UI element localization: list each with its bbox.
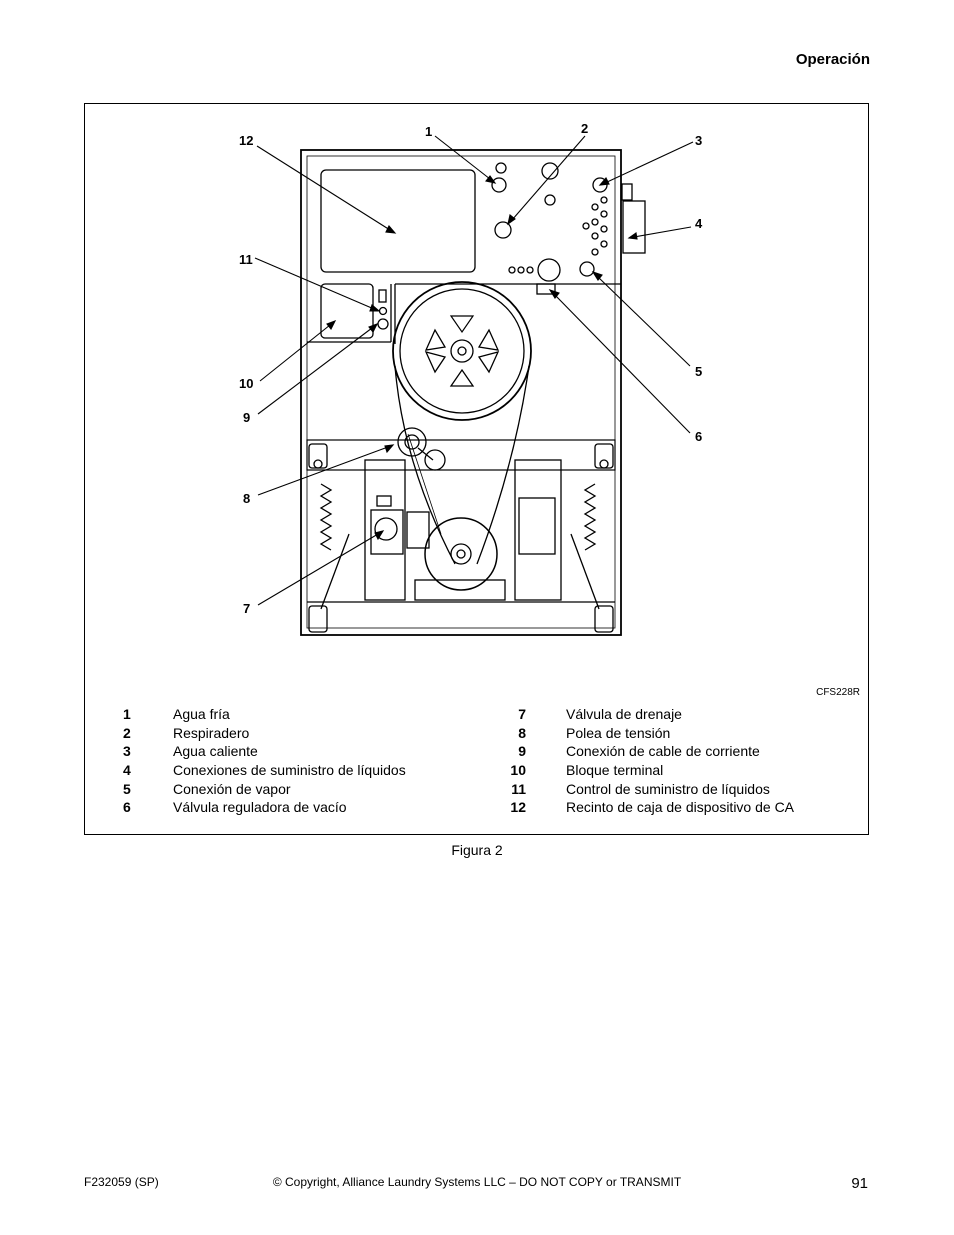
- callout-4: 4: [695, 216, 703, 231]
- callout-7: 7: [243, 601, 251, 616]
- callout-10: 10: [239, 376, 254, 391]
- callout-5: 5: [695, 364, 703, 379]
- callout-1: 1: [425, 124, 433, 139]
- callout-12: 12: [239, 133, 254, 148]
- copyright-notice: © Copyright, Alliance Laundry Systems LL…: [272, 1175, 682, 1189]
- callout-3: 3: [695, 133, 703, 148]
- callout-9: 9: [243, 410, 251, 425]
- figure-caption: Figura 2: [451, 842, 503, 858]
- callout-11: 11: [239, 252, 253, 267]
- callout-6: 6: [695, 429, 703, 444]
- machine-rear-view-drawing: [300, 149, 646, 636]
- leader-lines: [254, 135, 694, 606]
- document-id: F232059 (SP): [84, 1175, 159, 1189]
- callout-2: 2: [581, 121, 589, 136]
- section-title: Operación: [795, 51, 870, 68]
- figure-code: CFS228R: [816, 687, 860, 698]
- page-number: 91: [851, 1175, 868, 1192]
- callout-8: 8: [243, 491, 251, 506]
